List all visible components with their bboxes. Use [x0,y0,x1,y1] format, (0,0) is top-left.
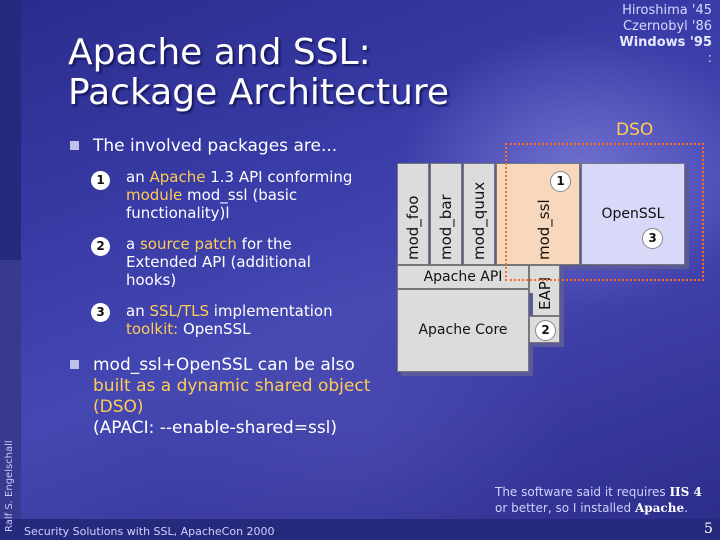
sub-item-2-text-b: for the Extended API (additional hooks) [126,235,311,289]
number-badge-1-diagram: 1 [550,171,571,192]
note-text-a: The software said it requires [495,485,670,499]
humor-note: The software said it requires IIS 4 or b… [495,484,702,516]
sub-item-1-text-c: mod_ssl (basic functionality)l [126,186,298,222]
number-badge-2-diagram: 2 [535,320,556,341]
openssl-label: OpenSSL [601,206,665,222]
title-line-1: Apache and SSL: [68,32,371,73]
bullet-intro: The involved packages are... [93,136,338,156]
author-name: Ralf S. Engelschall [4,440,15,532]
bullet-dso-text-a: mod_ssl+OpenSSL can be also [93,355,355,375]
module-box-quux: mod_quux [463,163,495,265]
sub-item-3-text-c: OpenSSL [178,320,251,338]
bullet-square-icon [70,141,79,150]
apache-api-label: Apache API [423,269,503,285]
apache-api-box: Apache API [397,265,529,289]
sub-item-1-highlight-b: module [126,186,183,204]
eapi-label: EAPI [536,276,554,310]
sub-item-1-highlight-a: Apache [149,168,206,186]
eapi-core-box: 2 [529,316,560,343]
sub-item-3-text-a: an [126,302,150,320]
slide-title: Apache and SSL: Package Architecture [68,33,449,113]
sub-item-2-text-a: a [126,235,140,253]
left-sidebar-bar [0,0,21,540]
page-number: 5 [704,521,713,537]
sub-item-2-highlight-a: source patch [139,235,237,253]
sub-item-3-highlight-b: toolkit: [126,320,179,338]
corner-line-2: Czernobyl '86 [622,19,712,34]
title-line-2: Package Architecture [68,72,450,113]
sub-item-3-highlight-a: SSL/TLS [149,302,209,320]
corner-line-1: Hiroshima '45 [622,3,712,18]
apache-core-label: Apache Core [418,322,508,338]
eapi-box: EAPI [529,265,560,316]
number-badge-1: 1 [91,171,110,190]
sub-item-1-text-b: 1.3 API conforming [205,168,353,186]
left-sidebar-shade [0,260,21,540]
sub-item-3-text-b: implementation [208,302,333,320]
note-text-c: . [684,501,688,515]
bullet-square-icon [70,360,79,369]
module-box-bar: mod_bar [430,163,462,265]
module-label-foo: mod_foo [404,195,422,260]
sub-item-2: a source patch for the Extended API (add… [126,235,316,289]
bottom-footer-bar [0,519,720,540]
module-label-bar: mod_bar [437,194,455,260]
module-box-foo: mod_foo [397,163,429,265]
corner-line-3: Windows '95 [619,35,712,50]
dso-label: DSO [616,120,654,140]
sub-item-3: an SSL/TLS implementation toolkit: OpenS… [126,302,366,338]
apache-core-box: Apache Core [397,289,529,372]
footer-event: Security Solutions with SSL, ApacheCon 2… [24,525,275,538]
sub-item-1-text-a: an [126,168,150,186]
openssl-box: OpenSSL 3 [581,163,685,265]
note-bold-b: Apache [634,501,685,515]
bullet-dso-highlight: built as a dynamic shared object (DSO) [93,376,371,417]
note-text-b: or better, so I installed [495,501,635,515]
dso-boundary [505,143,704,281]
mod-ssl-box: mod_ssl 1 [496,163,580,265]
number-badge-3: 3 [91,303,110,322]
number-badge-3-diagram: 3 [642,228,663,249]
note-bold-a: IIS 4 [669,485,702,499]
corner-note: Hiroshima '45 Czernobyl '86 Windows '95 … [619,3,712,67]
module-label-quux: mod_quux [470,181,488,260]
number-badge-2: 2 [91,237,110,256]
bullet-dso: mod_ssl+OpenSSL can be also built as a d… [93,355,383,439]
sub-item-1: an Apache 1.3 API conforming module mod_… [126,168,376,222]
bullet-dso-text-b: (APACI: --enable-shared=ssl) [93,418,338,438]
corner-line-4: : [707,51,712,66]
